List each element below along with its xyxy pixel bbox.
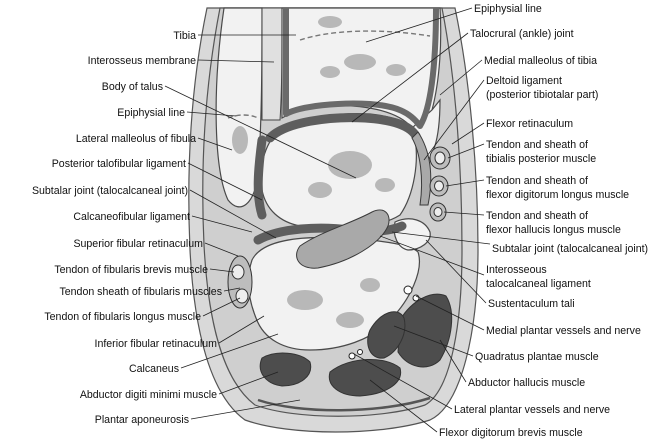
label-tibialis-posterior-line1: Tendon and sheath of <box>486 139 588 151</box>
label-epiphysial-line-left: Epiphysial line <box>117 107 185 119</box>
label-quadratus-plantae: Quadratus plantae muscle <box>475 351 599 363</box>
label-inferior-fibular-retinaculum: Inferior fibular retinaculum <box>95 338 218 350</box>
talocrural-joint-line <box>265 113 421 143</box>
label-tibia: Tibia <box>173 30 196 42</box>
label-interosseous-ligament-line1: Interosseous <box>486 264 547 276</box>
label-talocrural-joint: Talocrural (ankle) joint <box>470 28 574 40</box>
label-fdl-line1: Tendon and sheath of <box>486 175 588 187</box>
label-interosseous-ligament-line2: talocalcaneal ligament <box>486 278 591 290</box>
label-flexor-retinaculum: Flexor retinaculum <box>486 118 573 130</box>
label-subtalar-joint-left: Subtalar joint (talocalcaneal joint) <box>32 185 188 197</box>
label-fibularis-tendon-sheath: Tendon sheath of fibularis muscles <box>59 286 222 298</box>
right-label-column: Epiphysial line Talocrural (ankle) joint… <box>439 3 648 439</box>
abductor-digiti-minimi-shape <box>259 352 312 387</box>
label-medial-plantar-vessels: Medial plantar vessels and nerve <box>486 325 641 337</box>
left-label-column: Tibia Interosseus membrane Body of talus… <box>32 30 222 426</box>
label-fibularis-longus-tendon: Tendon of fibularis longus muscle <box>44 311 201 323</box>
label-deltoid-ligament-line2: (posterior tibiotalar part) <box>486 89 598 101</box>
label-tibialis-posterior-line2: tibialis posterior muscle <box>486 153 596 165</box>
label-calcaneus: Calcaneus <box>129 363 179 375</box>
label-calcaneofibular-ligament: Calcaneofibular ligament <box>73 211 190 223</box>
fibular-epiphysial-line <box>227 114 259 119</box>
label-interosseus-membrane: Interosseus membrane <box>88 55 196 67</box>
tibial-epiphysial-line <box>299 30 431 41</box>
abductor-hallucis-shape <box>397 293 453 368</box>
label-sustentaculum-tali: Sustentaculum tali <box>488 298 575 310</box>
label-posterior-talofibular-ligament: Posterior talofibular ligament <box>52 158 186 170</box>
label-medial-malleolus: Medial malleolus of tibia <box>484 55 597 67</box>
label-fhl-line2: flexor hallucis longus muscle <box>486 224 621 236</box>
label-plantar-aponeurosis: Plantar aponeurosis <box>95 414 189 426</box>
label-fhl-line1: Tendon and sheath of <box>486 210 588 222</box>
plantar-vessels <box>348 285 420 360</box>
fibular-tendon-group <box>227 255 253 309</box>
label-fibularis-brevis-tendon: Tendon of fibularis brevis muscle <box>54 264 208 276</box>
label-superior-fibular-retinaculum: Superior fibular retinaculum <box>73 238 203 250</box>
plantar-muscle-group <box>259 293 453 397</box>
label-fdl-line2: flexor digitorum longus muscle <box>486 189 629 201</box>
label-lateral-plantar-vessels: Lateral plantar vessels and nerve <box>454 404 610 416</box>
interosseous-talocalcaneal-ligament <box>296 209 390 269</box>
anatomy-illustration <box>188 7 479 433</box>
tibia-cortex <box>283 7 439 129</box>
label-flexor-digitorum-brevis: Flexor digitorum brevis muscle <box>439 427 583 439</box>
label-epiphysial-line-right: Epiphysial line <box>474 3 542 15</box>
quadratus-plantae-shape <box>367 311 406 359</box>
interosseous-membrane-strip <box>261 7 283 121</box>
label-abductor-digiti-minimi: Abductor digiti minimi muscle <box>80 389 217 401</box>
leader-lines <box>164 7 491 433</box>
medial-tendon-group <box>429 146 451 222</box>
label-lateral-malleolus: Lateral malleolus of fibula <box>76 133 196 145</box>
label-subtalar-joint-right: Subtalar joint (talocalcaneal joint) <box>492 243 648 255</box>
deltoid-ligament-band <box>411 131 432 206</box>
label-body-of-talus: Body of talus <box>102 81 163 93</box>
lateral-joint-space <box>253 135 267 220</box>
trabecular-bone-texture <box>232 16 406 328</box>
label-deltoid-ligament-line1: Deltoid ligament <box>486 75 562 87</box>
label-abductor-hallucis: Abductor hallucis muscle <box>468 377 585 389</box>
